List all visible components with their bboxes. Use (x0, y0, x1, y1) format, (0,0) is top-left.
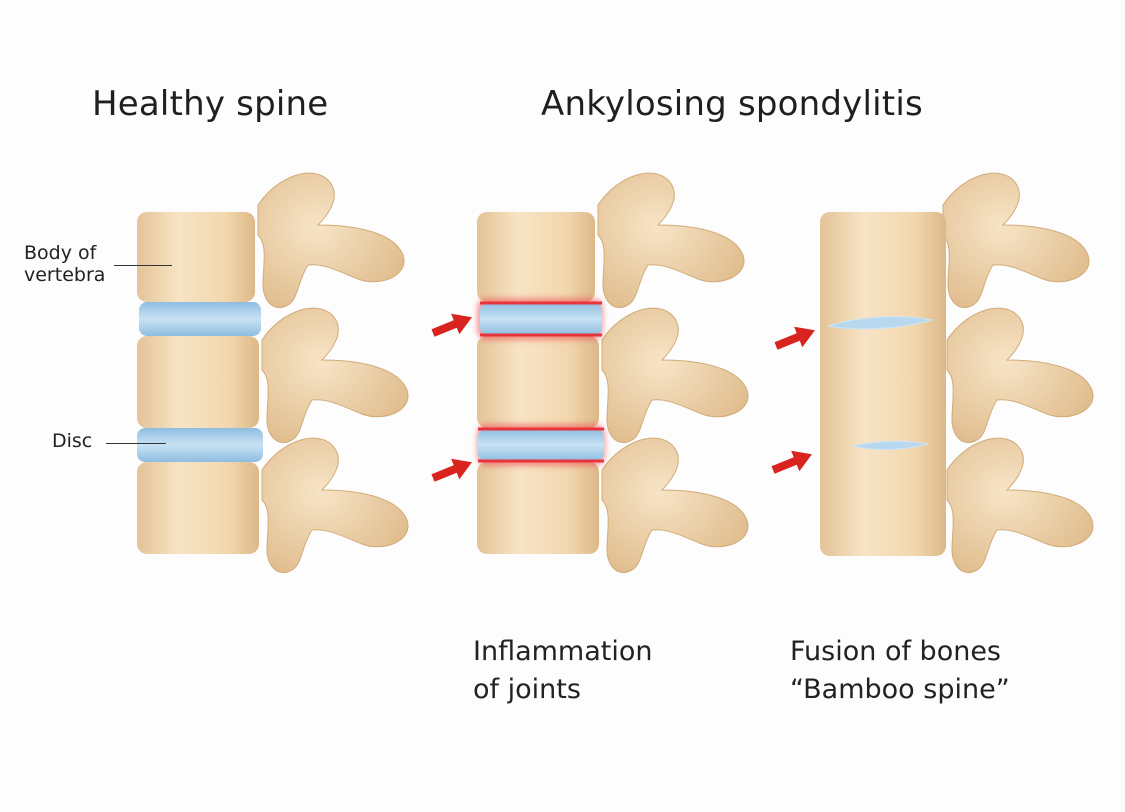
healthy-spine (137, 172, 409, 573)
leader-body-of-vertebra (114, 265, 172, 266)
title-ankylosing-spondylitis: Ankylosing spondylitis (541, 84, 923, 124)
healthy-disc-2 (137, 428, 263, 462)
caption-inflammation-line1: Inflammation (473, 636, 653, 667)
fused-disc-remnant-2 (851, 440, 929, 451)
arrow-fused-lower (771, 450, 812, 474)
caption-fusion: Fusion of bones “Bamboo spine” (790, 633, 1010, 709)
inflamed-disc-1 (480, 303, 602, 335)
caption-fusion-line1: Fusion of bones (790, 636, 1002, 667)
fused-processes (942, 172, 1094, 573)
inflamed-vertebra-3 (477, 462, 599, 554)
inflamed-vertebra-2 (477, 336, 599, 428)
label-body-line1: Body of (24, 242, 97, 264)
arrow-fused-upper (774, 326, 815, 350)
inflamed-spine (477, 172, 749, 573)
fused-spine (820, 172, 1094, 573)
caption-fusion-line2: “Bamboo spine” (790, 674, 1010, 705)
healthy-disc-1 (139, 302, 261, 336)
inflamed-disc-2 (478, 429, 604, 461)
label-body-line2: vertebra (24, 264, 106, 286)
leader-disc (106, 443, 166, 444)
label-disc: Disc (52, 430, 93, 452)
caption-inflammation: Inflammation of joints (473, 633, 653, 709)
fused-vertebral-column (820, 212, 946, 556)
healthy-vertebra-2 (137, 336, 259, 428)
fused-disc-remnant-1 (827, 316, 934, 330)
healthy-vertebra-1 (137, 212, 255, 302)
healthy-processes (257, 172, 409, 573)
inflamed-vertebra-1 (477, 212, 595, 302)
arrow-inflamed-lower (431, 458, 472, 482)
inflamed-processes (597, 172, 749, 573)
healthy-vertebra-3 (137, 462, 259, 554)
arrow-inflamed-upper (431, 313, 472, 337)
caption-inflammation-line2: of joints (473, 674, 581, 705)
label-body-of-vertebra: Body of vertebra (24, 242, 105, 286)
title-healthy-spine: Healthy spine (92, 84, 329, 124)
